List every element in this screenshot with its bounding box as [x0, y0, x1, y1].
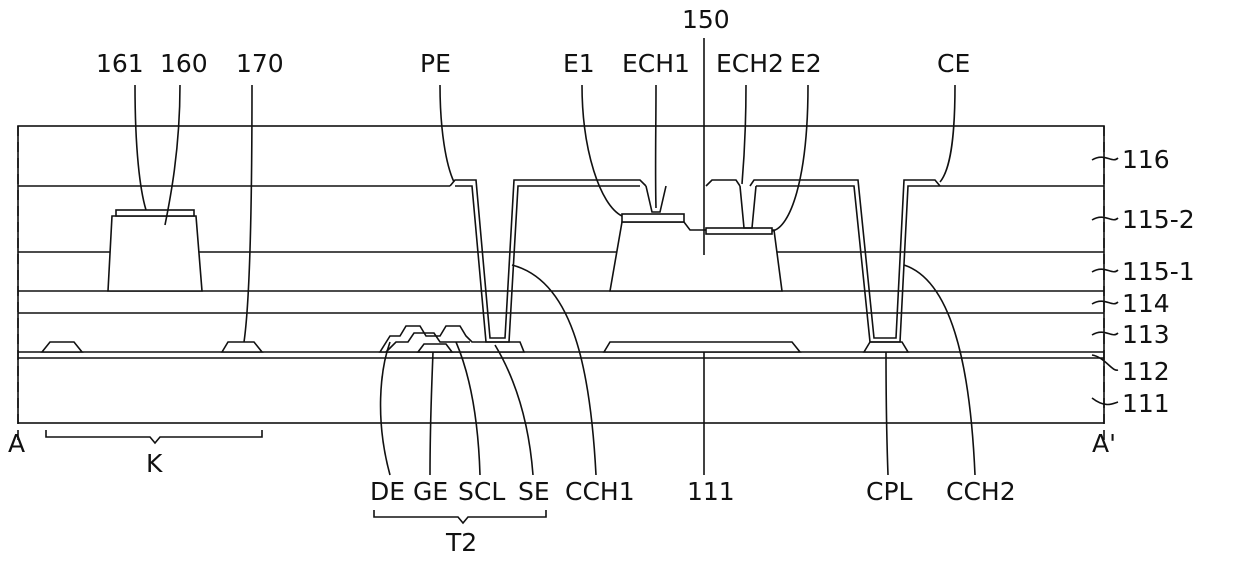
label-115-1: 115-1: [1122, 257, 1195, 286]
label-160: 160: [160, 49, 208, 78]
leaders-top: [135, 38, 955, 342]
label-pe: PE: [420, 49, 451, 78]
label-e1: E1: [563, 49, 595, 78]
label-ge: GE: [413, 477, 448, 506]
gate-ge: [418, 344, 452, 352]
label-116: 116: [1122, 145, 1170, 174]
label-cch1: CCH1: [565, 477, 635, 506]
plate-111: [604, 342, 800, 352]
label-a-prime: A': [1092, 429, 1116, 458]
label-111-right: 111: [1122, 389, 1170, 418]
leaders-right: [1092, 157, 1118, 404]
ech2-hole: [740, 186, 756, 228]
label-se: SE: [518, 477, 550, 506]
label-de: DE: [370, 477, 405, 506]
label-170: 170: [236, 49, 284, 78]
label-115-2: 115-2: [1122, 205, 1195, 234]
cap-161: [116, 210, 194, 216]
label-scl: SCL: [458, 477, 505, 506]
label-cch2: CCH2: [946, 477, 1016, 506]
label-161: 161: [96, 49, 144, 78]
labels-right: 116 115-2 115-1 114 113 112 111: [1122, 145, 1195, 418]
label-ech1: ECH1: [622, 49, 690, 78]
label-113: 113: [1122, 320, 1170, 349]
emission-layer-150: [610, 186, 782, 291]
label-150: 150: [682, 5, 730, 34]
bank-160: [108, 210, 202, 291]
labels-top: 161 160 170 PE 150 E1 ECH1 ECH2 E2 CE: [96, 5, 970, 78]
labels-bottom: A A' K DE GE SCL SE CCH1 111 CPL CCH2 T2: [8, 429, 1116, 557]
label-ech2: ECH2: [716, 49, 784, 78]
plate-cpl: [864, 342, 908, 352]
lower-plates: [604, 342, 908, 352]
electrode-e1: [622, 214, 684, 222]
label-ce: CE: [937, 49, 970, 78]
label-114: 114: [1122, 289, 1170, 318]
transistor-t2: [380, 326, 524, 352]
label-cpl: CPL: [866, 477, 913, 506]
label-111-bottom: 111: [687, 477, 735, 506]
label-112: 112: [1122, 357, 1170, 386]
t2-bracket: [374, 510, 546, 523]
k-bracket: [46, 430, 262, 443]
label-e2: E2: [790, 49, 822, 78]
label-a: A: [8, 429, 25, 458]
label-k: K: [146, 449, 163, 478]
label-t2: T2: [445, 528, 477, 557]
electrode-e2: [706, 228, 772, 234]
bumps-left: [42, 342, 262, 352]
